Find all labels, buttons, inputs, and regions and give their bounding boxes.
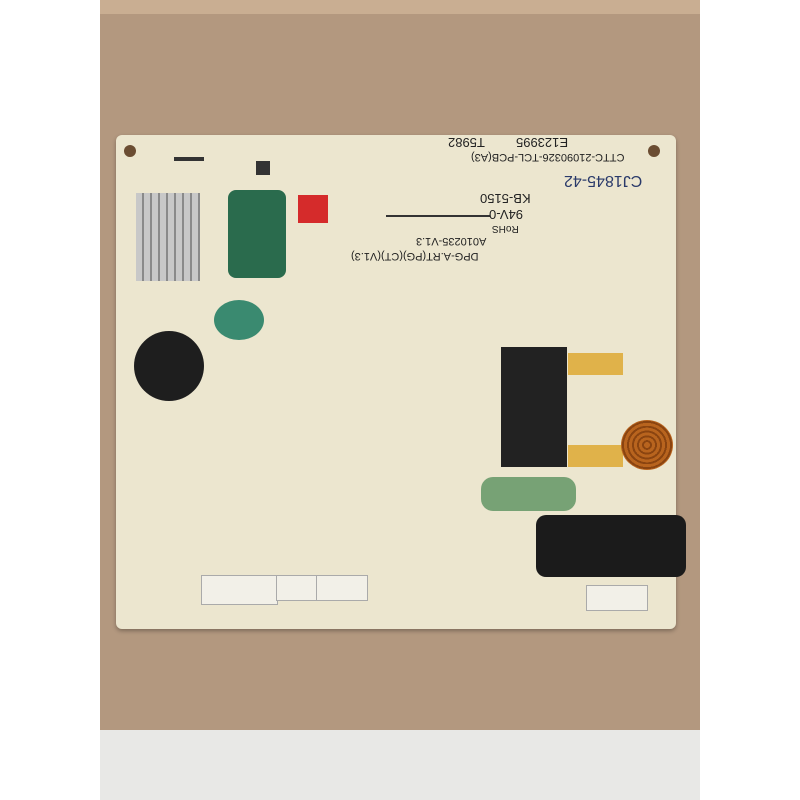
connector-cn6 (201, 575, 278, 605)
ul-file-marking: E123995 (516, 135, 569, 150)
inductor-coil (621, 420, 673, 470)
arrow-marking (174, 157, 204, 161)
handwritten-code: CJ1845-42 (564, 172, 643, 189)
trace-outline (386, 215, 490, 217)
fuse (481, 477, 576, 511)
mounting-hole (124, 145, 136, 157)
buzzer (134, 331, 204, 401)
rohs-marking: RoHS (492, 223, 519, 234)
square-marking (256, 161, 270, 175)
x-capacitor (568, 353, 623, 375)
laminate-marking: KB-5150 (480, 191, 531, 206)
heatsink (136, 193, 200, 281)
connector (586, 585, 648, 611)
part-number-marking: A010235-V1.3 (416, 235, 487, 247)
electrolytic-capacitor (228, 190, 286, 278)
x-capacitor (568, 445, 623, 467)
circuit-board: T5982 E123995 CTTC-21090326-TCL-PCB(A3) … (116, 135, 686, 629)
red-connector (298, 195, 328, 223)
relay (501, 347, 567, 467)
connector (276, 575, 318, 601)
electrolytic-capacitor (214, 300, 264, 340)
mounting-hole (648, 145, 660, 157)
model-marking: DPG-A.RT(PG)(CT)(V1.3) (351, 250, 479, 262)
lot-marking: T5982 (448, 135, 485, 150)
box-flap (100, 0, 700, 14)
pcb-code-marking: CTTC-21090326-TCL-PCB(A3) (471, 151, 625, 163)
connector (316, 575, 368, 601)
motor-capacitor (536, 515, 686, 577)
flammability-marking: 94V-0 (489, 207, 523, 222)
